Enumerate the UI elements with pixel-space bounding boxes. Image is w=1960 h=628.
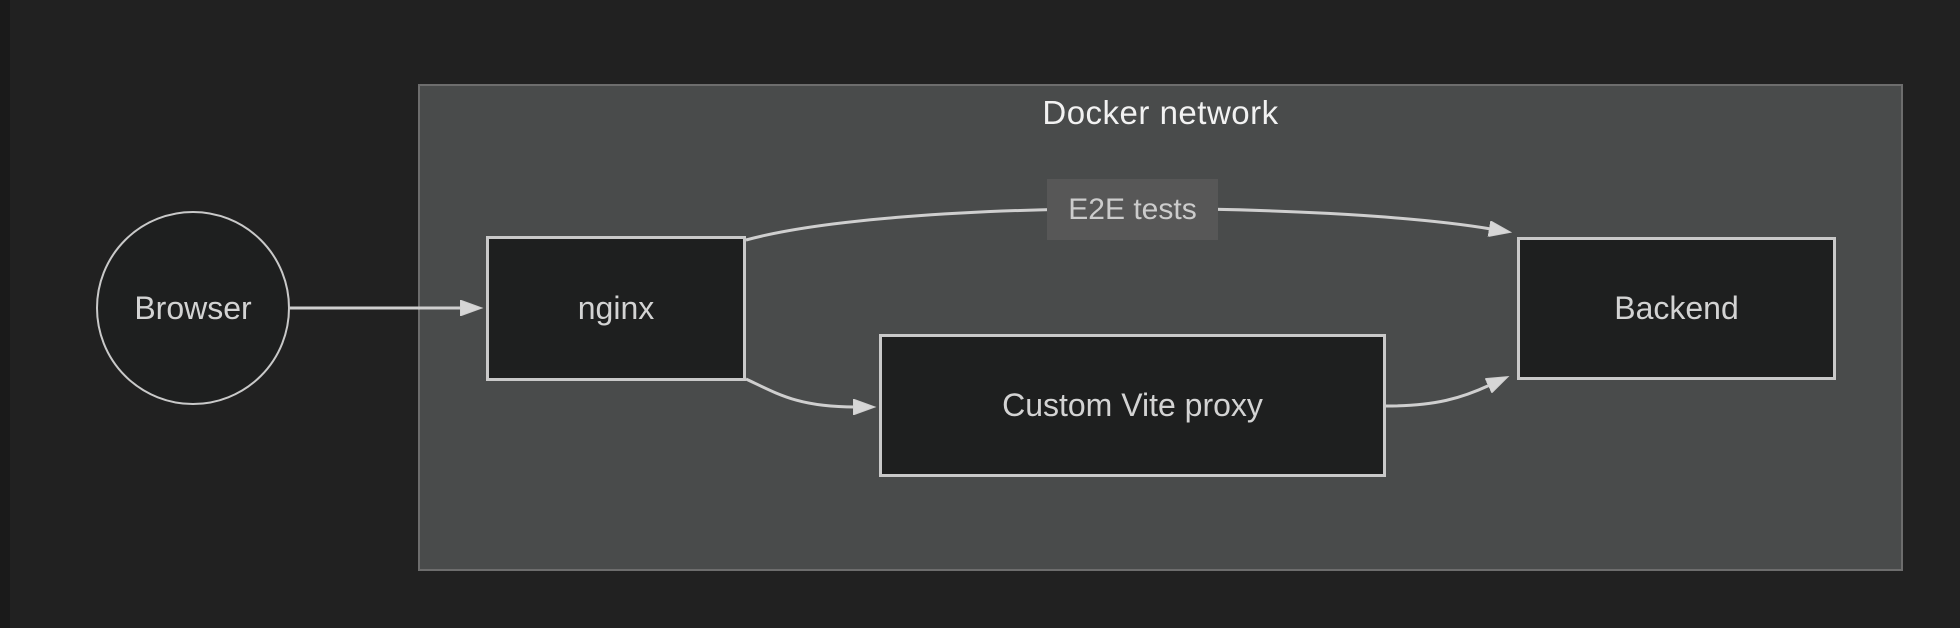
edge-vite-proxy-to-backend bbox=[1385, 385, 1490, 408]
vite-proxy-node-label: Custom Vite proxy bbox=[1002, 387, 1263, 423]
cluster-title: Docker network bbox=[1042, 94, 1279, 131]
backend-node: Backend bbox=[1517, 237, 1836, 380]
nginx-node: nginx bbox=[486, 236, 746, 381]
window-edge-strip bbox=[0, 0, 10, 628]
browser-node: Browser bbox=[96, 211, 290, 405]
e2e-tests-edge-label: E2E tests bbox=[1047, 179, 1218, 240]
browser-node-label: Browser bbox=[134, 289, 252, 326]
edge-nginx-to-vite-proxy bbox=[745, 377, 855, 407]
nginx-node-label: nginx bbox=[577, 290, 655, 326]
vite-proxy-node: Custom Vite proxy bbox=[879, 334, 1386, 477]
backend-node-label: Backend bbox=[1614, 290, 1739, 326]
